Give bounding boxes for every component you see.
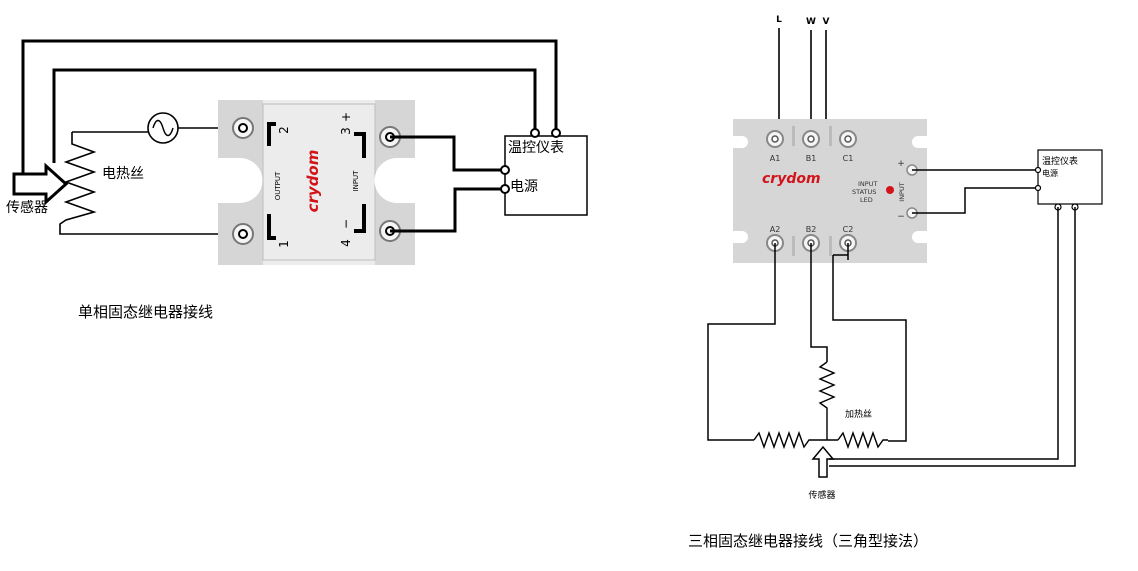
phase-a-load-wire <box>707 243 776 441</box>
single-phase-diagram: OUTPUT INPUT crydom 2 1 3 4 + − 温控仪表 电源 … <box>6 39 588 321</box>
controller-label: 温控仪表 <box>508 140 564 156</box>
status-led-icon <box>886 186 894 194</box>
input-minus-wire <box>390 187 505 233</box>
three-controller-box <box>1037 149 1103 205</box>
sensor-label: 传感器 <box>6 199 48 216</box>
three-input-label: INPUT <box>898 182 906 201</box>
status-line-3: LED <box>860 196 873 204</box>
mount-notch-left <box>218 158 263 203</box>
three-minus-sign: − <box>897 212 905 222</box>
three-phase-relay: A1 B1 C1 A2 B2 C2 crydom INPUT STATUS LE… <box>733 119 927 263</box>
input-plus-wire <box>390 135 505 172</box>
sensor-wire-inner <box>52 68 537 163</box>
three-plus-sign: + <box>897 159 905 169</box>
label-a1: A1 <box>770 154 781 163</box>
controller-terminal-b <box>551 128 561 138</box>
three-power-label: 电源 <box>1042 168 1058 178</box>
controller-terminal-a <box>530 128 540 138</box>
line-label-w: W <box>806 17 816 27</box>
status-line-1: INPUT <box>858 180 877 188</box>
three-input-minus-wire <box>912 187 1038 214</box>
three-sensor-wire-2 <box>829 207 1076 467</box>
temperature-controller-box <box>504 135 588 216</box>
label-b2: B2 <box>806 225 817 234</box>
input-label: INPUT <box>352 170 360 192</box>
line-label-v: V <box>823 17 830 27</box>
power-label: 电源 <box>510 179 538 195</box>
phase-c-load-wire <box>832 243 907 442</box>
terminal-2-label: 2 <box>277 126 291 134</box>
label-a2: A2 <box>770 225 781 234</box>
three-brand-logo: crydom <box>762 171 821 187</box>
minus-sign: − <box>339 219 353 229</box>
heater-label: 电热丝 <box>102 166 144 182</box>
label-c1: C1 <box>843 154 854 163</box>
output-label: OUTPUT <box>274 171 282 200</box>
status-line-2: STATUS <box>852 188 876 196</box>
controller-terminal-c <box>500 165 510 175</box>
label-c2: C2 <box>843 225 854 234</box>
single-phase-caption: 单相固态继电器接线 <box>78 303 213 321</box>
heater-coil <box>59 132 243 235</box>
sensor-arrow-icon <box>12 162 69 206</box>
terminal-1-label: 1 <box>277 240 291 248</box>
mount-notch-right <box>374 158 415 203</box>
phase-b-load-wire <box>810 243 828 362</box>
brand-logo: crydom <box>304 150 322 213</box>
plus-sign: + <box>339 112 353 122</box>
single-relay: OUTPUT INPUT crydom 2 1 3 4 + − <box>218 100 415 265</box>
heater-coil-right <box>837 430 888 450</box>
label-b1: B1 <box>806 154 817 163</box>
three-phase-caption: 三相固态继电器接线（三角型接法） <box>688 532 928 550</box>
three-heater-label: 加热丝 <box>845 408 872 420</box>
terminal-3-label: 3 <box>339 127 353 135</box>
heater-coil-left <box>753 430 838 450</box>
heater-coil-vertical <box>818 361 836 440</box>
three-sensor-label: 传感器 <box>808 489 835 501</box>
three-sensor-wire-1 <box>829 207 1059 460</box>
line-label-l: L <box>776 15 782 25</box>
three-phase-diagram: L W V <box>688 15 1103 550</box>
three-sensor-arrow-icon <box>811 445 835 478</box>
single-relay-face <box>263 100 375 265</box>
three-controller-label: 温控仪表 <box>1042 155 1078 167</box>
controller-terminal-d <box>500 184 510 194</box>
ac-wave-icon <box>152 119 174 137</box>
terminal-4-label: 4 <box>339 239 353 247</box>
